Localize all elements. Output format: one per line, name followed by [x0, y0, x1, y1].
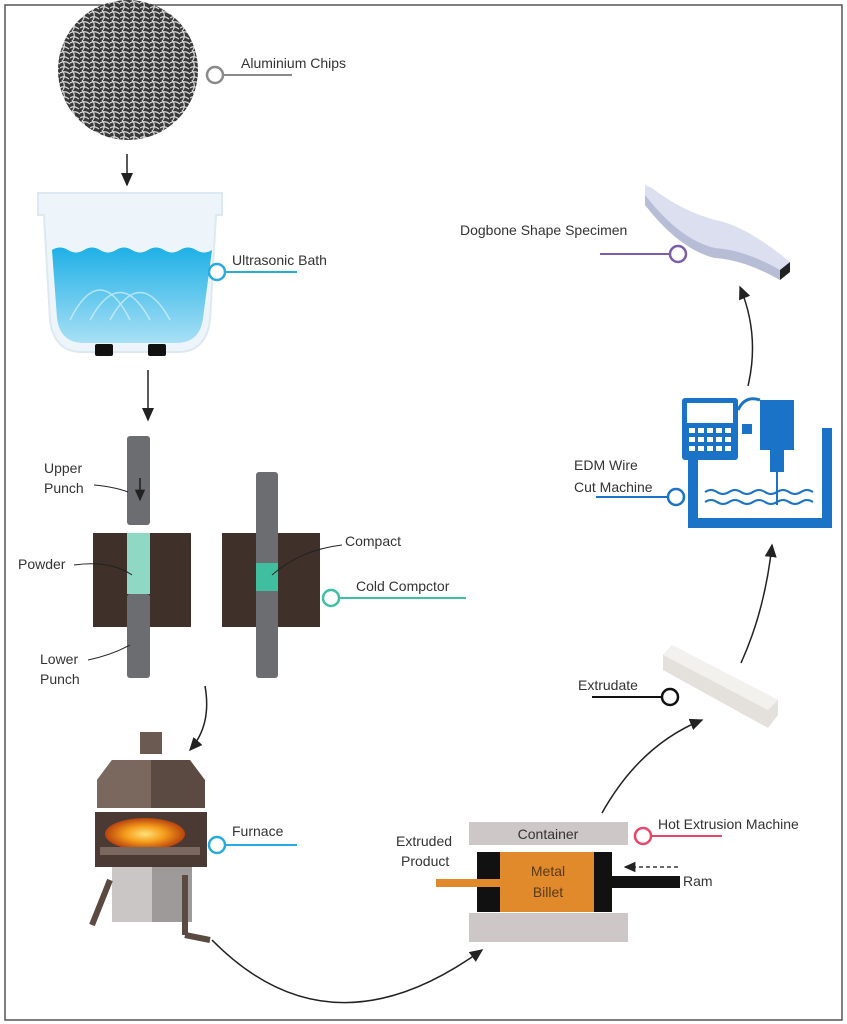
ultrasonic-bath-image	[37, 192, 223, 356]
aluminium-chips-callout: Aluminium Chips	[205, 55, 346, 85]
arrow-extrudate-to-edm	[740, 543, 777, 664]
ultrasonic-bath-callout: Ultrasonic Bath	[207, 252, 327, 282]
lower-punch-leader	[87, 644, 131, 661]
lower-punch-label-1: Lower	[40, 651, 78, 667]
compactor-pressed	[222, 472, 320, 678]
dogbone-specimen-label: Dogbone Shape Specimen	[460, 222, 627, 238]
edm-machine-callout	[596, 487, 686, 507]
powder-label: Powder	[18, 556, 66, 572]
arrow-furnace-to-extrusion	[211, 939, 484, 1004]
edm-machine-label-2: Cut Machine	[574, 479, 653, 495]
compact-label: Compact	[345, 533, 401, 549]
lower-punch-label-2: Punch	[40, 671, 80, 687]
arrow-extrusion-to-extrudate	[601, 718, 704, 814]
hot-extrusion-machine-label: Hot Extrusion Machine	[658, 816, 799, 832]
compact-leader	[271, 544, 343, 576]
cold-compactor-label: Cold Compctor	[356, 578, 450, 594]
powder-leader	[73, 563, 133, 576]
edm-wire-cut-machine-image	[682, 397, 832, 528]
ultrasonic-bath-label: Ultrasonic Bath	[232, 252, 327, 268]
extrudate-callout: Extrudate	[578, 677, 680, 707]
extrudate-image	[663, 645, 778, 728]
arrow-compactor-to-furnace	[189, 685, 208, 752]
extruded-product-label-2: Product	[401, 853, 449, 869]
upper-punch-leader	[93, 484, 129, 493]
ram-label: Ram	[683, 873, 713, 889]
furnace-callout: Furnace	[207, 823, 297, 855]
compactor-open	[93, 436, 191, 678]
hot-extrusion-callout: Hot Extrusion Machine	[633, 816, 799, 846]
arrow-edm-to-dogbone	[739, 285, 754, 387]
furnace-label: Furnace	[232, 823, 284, 839]
hot-extrusion-machine-image	[436, 822, 680, 942]
upper-punch-label-2: Punch	[44, 480, 84, 496]
metal-billet-label-2: Billet	[533, 884, 563, 900]
extrudate-label: Extrudate	[578, 677, 638, 693]
furnace-image	[89, 732, 211, 943]
upper-punch-label-1: Upper	[44, 460, 82, 476]
dogbone-callout: Dogbone Shape Specimen	[460, 222, 688, 264]
metal-billet-label-1: Metal	[531, 863, 565, 879]
frame-border	[4, 4, 843, 1021]
extruded-product-label-1: Extruded	[396, 833, 452, 849]
cold-compactor-callout: Cold Compctor	[321, 578, 466, 608]
edm-machine-label-1: EDM Wire	[574, 457, 638, 473]
aluminium-chips-label: Aluminium Chips	[241, 55, 346, 71]
dogbone-specimen-image	[645, 185, 790, 280]
container-label: Container	[518, 826, 579, 842]
aluminium-chips-image	[58, 0, 198, 140]
